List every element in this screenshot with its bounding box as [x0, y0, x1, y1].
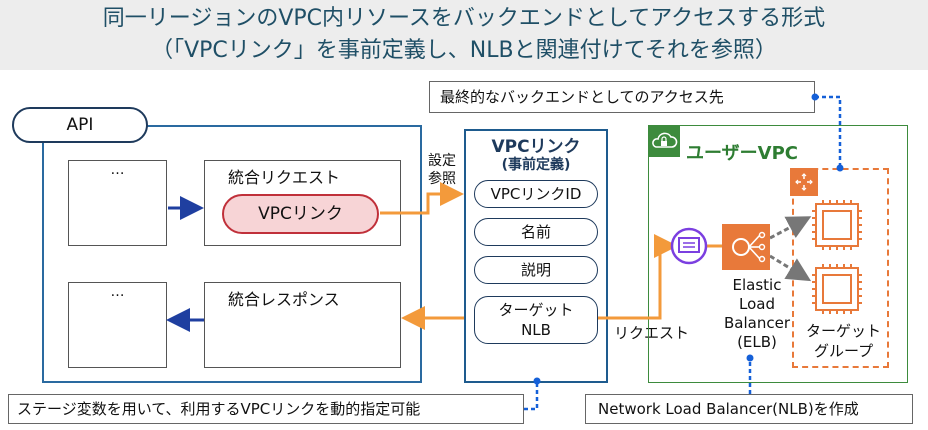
vpc-endpoint-icon	[670, 227, 708, 265]
backend-access-note: 最終的なバックエンドとしてのアクセス先	[429, 81, 815, 113]
vpc-link-name-field: 名前	[474, 218, 598, 246]
api-label: API	[12, 107, 148, 143]
backend-note-connector	[815, 95, 842, 168]
vpc-cloud-lock-icon	[648, 125, 680, 157]
elb-label-line4: (ELB)	[737, 333, 777, 351]
target-nlb-line1: ターゲット	[498, 301, 574, 319]
vpc-link-reference: VPCリンク	[222, 194, 379, 234]
integration-response-label: 統合レスポンス	[228, 290, 340, 309]
nlb-create-note: Network Load Balancer(NLB)を作成	[585, 394, 913, 424]
elb-label-line2: Load	[739, 295, 775, 313]
stage-variable-note: ステージ変数を用いて、利用するVPCリンクを動的指定可能	[8, 394, 524, 424]
user-vpc-label: ユーザーVPC	[686, 143, 798, 164]
target-group-label-line1: ターゲット	[806, 322, 882, 340]
elb-label-line1: Elastic	[732, 276, 782, 294]
target-group-label-line2: グループ	[814, 342, 874, 360]
vpc-link-subtitle: (事前定義)	[501, 157, 571, 173]
elb-label-line3: Balancer	[724, 314, 790, 332]
elastic-load-balancer-icon	[722, 224, 770, 270]
integration-response-box	[204, 282, 401, 368]
reference-arrow	[380, 182, 464, 215]
elb-to-target2-arrow	[769, 254, 812, 282]
ref-label-line1: 設定	[428, 153, 456, 169]
method-request-box: …	[68, 160, 167, 246]
request-to-vpc-arrow	[598, 234, 678, 320]
vpc-link-title: VPCリンク	[491, 137, 581, 157]
vpc-link-target-nlb-field: ターゲット NLB	[474, 296, 598, 344]
diagram-title-line2: （「VPCリンク」を事前定義し、NLBと関連付けてそれを参照）	[151, 38, 777, 63]
vpc-link-description-field: 説明	[474, 256, 598, 284]
diagram-title-line1: 同一リージョンのVPC内リソースをバックエンドとしてアクセスする形式	[102, 6, 826, 31]
ec2-instance-icon-2	[812, 264, 862, 314]
ellipsis-top: …	[110, 162, 125, 178]
elb-to-target1-arrow	[769, 216, 812, 240]
integration-request-label: 統合リクエスト	[228, 168, 341, 187]
ec2-instance-icon-1	[812, 200, 862, 250]
header-band	[0, 0, 928, 70]
request-label: リクエスト	[614, 324, 690, 342]
vpc-link-id-field: VPCリンクID	[474, 180, 598, 208]
api-container	[42, 125, 422, 383]
ellipsis-bottom: …	[110, 284, 125, 300]
auto-scaling-icon	[790, 168, 818, 196]
stage-note-connector	[524, 381, 539, 411]
target-nlb-line2: NLB	[521, 321, 551, 339]
user-vpc-container	[648, 125, 908, 383]
